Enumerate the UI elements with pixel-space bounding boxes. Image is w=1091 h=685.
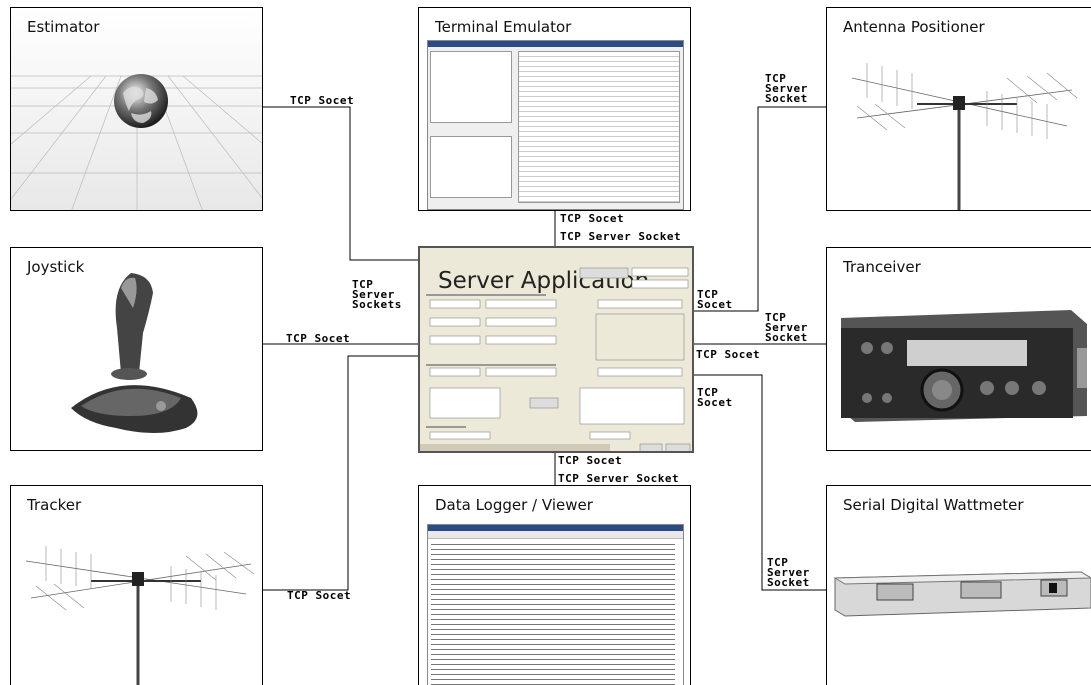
label-tracker-socket: TCP Socet: [287, 589, 352, 602]
tracker-antenna-illustration: [25, 546, 255, 685]
label-antenna-server: TCP Server Socket: [765, 72, 808, 105]
server-node: Server Application: [418, 246, 694, 453]
tranceiver-title: Tranceiver: [843, 258, 921, 276]
label-terminal-socket: TCP Socet: [560, 212, 625, 225]
terminal-title: Terminal Emulator: [435, 18, 572, 36]
label-logger-socket: TCP Socet: [558, 454, 623, 467]
estimator-title: Estimator: [27, 18, 100, 36]
estimator-node: Estimator: [10, 7, 263, 211]
server-form-illustration: [420, 267, 691, 451]
antenna-title: Antenna Positioner: [843, 18, 985, 36]
label-logger-server: TCP Server Socket: [558, 472, 680, 485]
wattmeter-title: Serial Digital Wattmeter: [843, 496, 1024, 514]
label-wattmeter-server: TCP Server Socket: [767, 556, 810, 589]
logger-node: Data Logger / Viewer: [418, 485, 691, 685]
tracker-node: Tracker: [10, 485, 263, 685]
positioner-icon: [953, 96, 965, 110]
label-wattmeter-socket: TCP Socet: [697, 386, 733, 409]
estimator-link: [263, 106, 418, 261]
antenna-link: [694, 106, 826, 312]
terminal-screenshot: [427, 40, 684, 210]
label-joystick-socket: TCP Socet: [286, 332, 351, 345]
label-terminal-server: TCP Server Socket: [560, 230, 682, 243]
label-estimator-socket: TCP Socet: [290, 94, 355, 107]
logger-screenshot: [427, 524, 684, 685]
globe-grid-illustration: [11, 8, 262, 210]
wattmeter-link: [694, 374, 826, 591]
globe-icon: [114, 74, 168, 128]
logger-title: Data Logger / Viewer: [435, 496, 593, 514]
tranceiver-node: Tranceiver: [826, 247, 1091, 451]
joystick-title: Joystick: [27, 258, 85, 276]
tracker-link: [263, 355, 418, 591]
wattmeter-node: Serial Digital Wattmeter: [826, 485, 1091, 685]
label-tranceiver-server: TCP Server Socket: [765, 311, 808, 344]
joystick-illustration: [71, 273, 198, 433]
terminal-node: Terminal Emulator: [418, 7, 691, 211]
radio-illustration: [841, 310, 1087, 422]
label-tranceiver-socket: TCP Socet: [696, 348, 761, 361]
tracker-title: Tracker: [27, 496, 82, 514]
yagi-antenna-illustration: [851, 63, 1078, 210]
wattmeter-illustration: [833, 571, 1091, 617]
label-server-sockets: TCP Server Sockets: [352, 278, 402, 311]
antenna-node: Antenna Positioner: [826, 7, 1091, 211]
joystick-node: Joystick: [10, 247, 263, 451]
label-antenna-socket: TCP Socet: [697, 288, 733, 311]
